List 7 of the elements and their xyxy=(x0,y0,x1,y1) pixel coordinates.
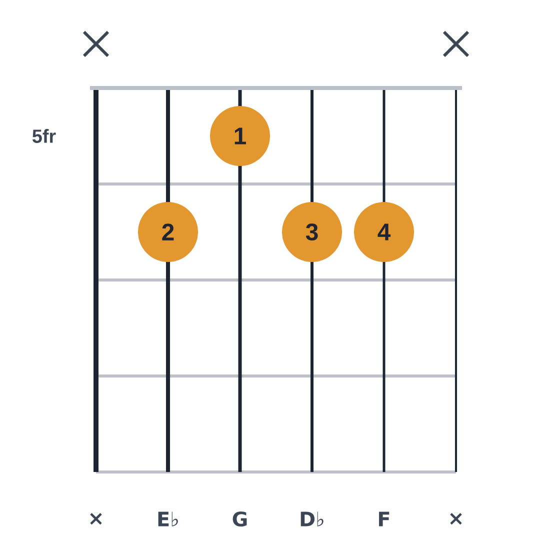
string-note: × xyxy=(450,512,462,525)
string-note: F xyxy=(379,512,390,526)
string-note: G xyxy=(232,511,247,527)
string-note: × xyxy=(90,512,102,525)
string-note: D♭ xyxy=(300,512,324,526)
string-note: E♭ xyxy=(158,512,178,526)
fret-number: 5fr xyxy=(32,129,56,143)
